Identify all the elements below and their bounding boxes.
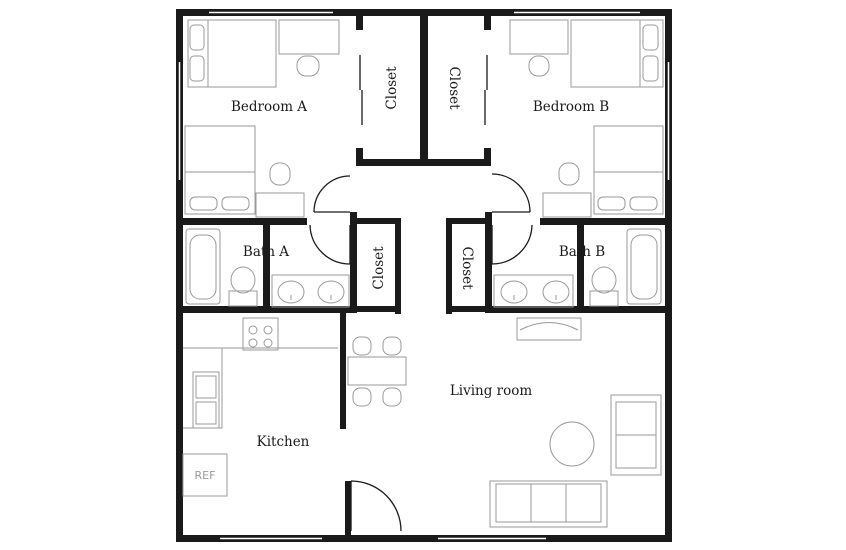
- label-bedroom-b: Bedroom B: [533, 99, 609, 115]
- bedroom-b-furniture: [509, 19, 664, 218]
- label-closet-top-left: Closet: [384, 66, 400, 110]
- label-living-room: Living room: [450, 383, 533, 399]
- label-kitchen: Kitchen: [257, 434, 310, 450]
- living-room-furniture: [347, 317, 662, 528]
- windows: [178, 11, 670, 540]
- label-closet-top-right: Closet: [446, 66, 462, 110]
- room-labels: Bedroom A Bedroom B Closet Closet Closet…: [195, 66, 610, 482]
- label-refrigerator: REF: [195, 469, 216, 482]
- kitchen-fixtures: [182, 317, 338, 497]
- bedroom-a-furniture: [184, 19, 340, 218]
- label-bedroom-a: Bedroom A: [231, 99, 307, 115]
- doors: [309, 55, 533, 532]
- bath-a-fixtures: [185, 228, 350, 308]
- label-bath-b: Bath B: [559, 244, 605, 260]
- label-bath-a: Bath A: [243, 244, 289, 260]
- bath-b-fixtures: [493, 228, 662, 308]
- walls: [176, 9, 672, 542]
- label-closet-mid-left: Closet: [371, 246, 387, 290]
- label-closet-mid-right: Closet: [459, 246, 475, 290]
